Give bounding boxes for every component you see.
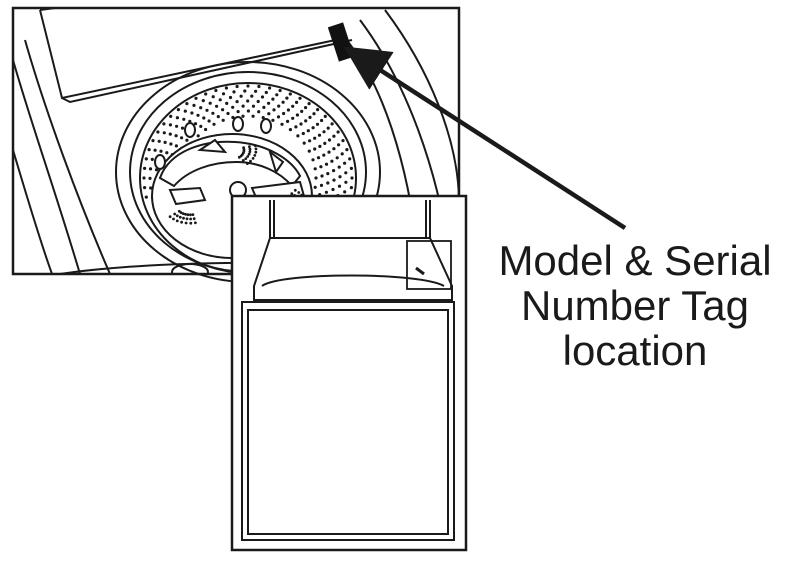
callout-line-3: location [470, 328, 796, 373]
callout-line-1: Model & Serial [470, 238, 796, 283]
washer-overview [232, 196, 466, 550]
serial-tag-callout-label: Model & Serial Number Tag location [470, 238, 796, 373]
callout-line-2: Number Tag [470, 283, 796, 328]
